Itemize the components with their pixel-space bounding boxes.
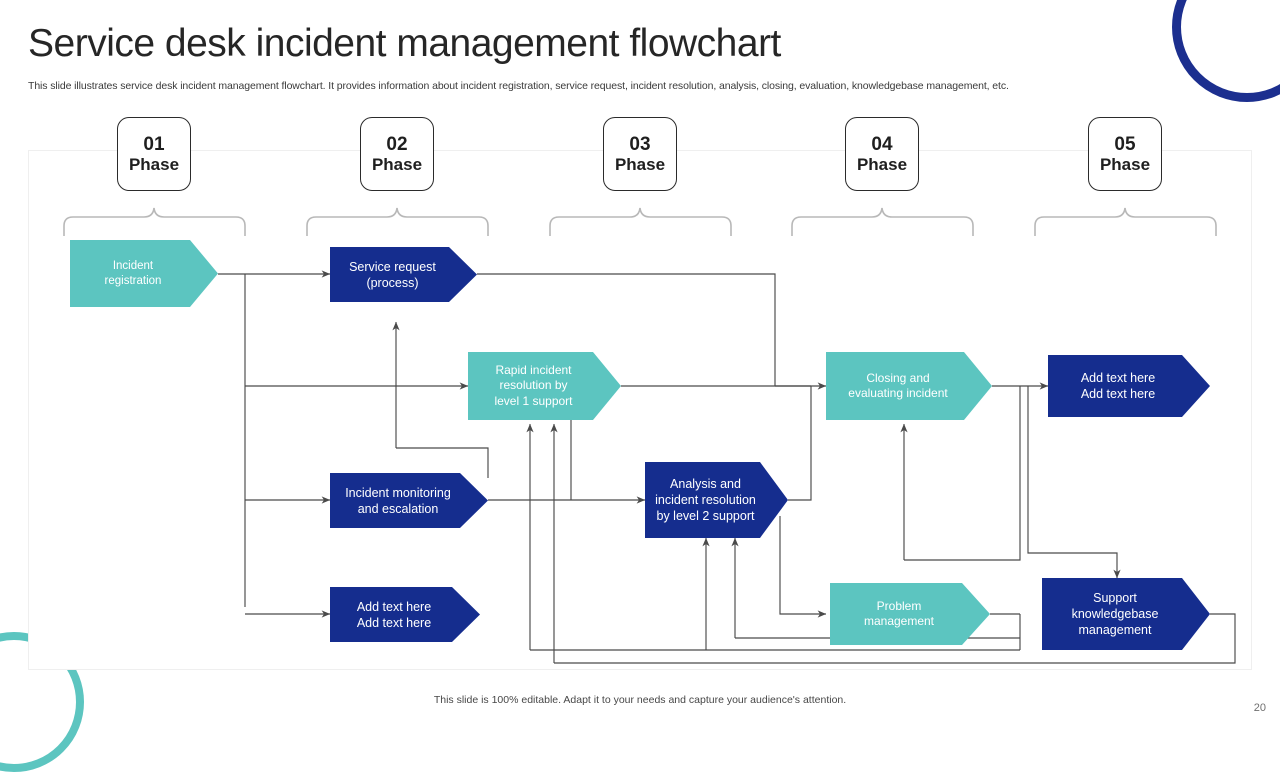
phase-number: 02 xyxy=(386,133,408,155)
node-line: Service request xyxy=(349,259,436,274)
node-line: knowledgebase xyxy=(1071,607,1159,621)
phase-number: 03 xyxy=(629,133,651,155)
phase-bracket-01 xyxy=(63,207,246,236)
phase-number: 01 xyxy=(143,133,165,155)
node-line: (process) xyxy=(366,275,419,290)
node-line: by level 2 support xyxy=(656,509,755,523)
editable-note: This slide is 100% editable. Adapt it to… xyxy=(433,694,847,706)
page-subtitle: This slide illustrates service desk inci… xyxy=(28,80,1009,92)
phase-number: 05 xyxy=(1114,133,1136,155)
phase-badge-03: 03 Phase xyxy=(603,117,677,191)
phase-badge-05: 05 Phase xyxy=(1088,117,1162,191)
node-incident-monitoring[interactable]: Incident monitoring and escalation xyxy=(330,473,488,528)
node-phase5-placeholder[interactable]: Add text here Add text here xyxy=(1048,355,1210,417)
node-service-request[interactable]: Service request (process) xyxy=(330,247,477,302)
node-closing-evaluating-incident[interactable]: Closing and evaluating incident xyxy=(826,352,992,420)
node-line: Problem xyxy=(876,598,922,613)
node-line: management xyxy=(1078,623,1152,637)
node-line: Support xyxy=(1093,591,1137,605)
node-line: Closing and xyxy=(866,370,930,385)
phase-number: 04 xyxy=(871,133,893,155)
node-line: evaluating incident xyxy=(848,386,948,400)
node-line: incident resolution xyxy=(655,493,756,507)
phase-badge-04: 04 Phase xyxy=(845,117,919,191)
node-line: Add text here xyxy=(356,599,432,614)
phase-bracket-05 xyxy=(1034,207,1217,236)
page-number: 20 xyxy=(1253,702,1266,714)
node-line: Incident xyxy=(112,259,154,272)
node-rapid-incident-resolution[interactable]: Rapid incident resolution by level 1 sup… xyxy=(468,352,621,420)
node-line: Add text here xyxy=(1080,387,1156,401)
phase-bracket-03 xyxy=(549,207,732,236)
node-problem-management[interactable]: Problem management xyxy=(830,583,990,645)
node-support-knowledgebase[interactable]: Support knowledgebase management xyxy=(1042,578,1210,650)
node-line: registration xyxy=(104,274,162,287)
node-analysis-incident-resolution[interactable]: Analysis and incident resolution by leve… xyxy=(645,462,788,538)
phase-label: Phase xyxy=(614,155,666,175)
page-title: Service desk incident management flowcha… xyxy=(28,22,781,65)
node-line: Add text here xyxy=(356,615,432,630)
node-line: resolution by xyxy=(499,378,568,393)
phase-badge-02: 02 Phase xyxy=(360,117,434,191)
node-line: Incident monitoring xyxy=(345,485,451,500)
node-line: and escalation xyxy=(357,501,439,516)
node-line: Add text here xyxy=(1080,371,1156,385)
phase-bracket-02 xyxy=(306,207,489,236)
node-line: Analysis and xyxy=(670,477,741,491)
phase-label: Phase xyxy=(128,155,180,175)
node-incident-registration[interactable]: Incident registration xyxy=(70,240,218,307)
node-line: level 1 support xyxy=(494,393,573,408)
node-line: Rapid incident xyxy=(495,362,572,377)
phase-label: Phase xyxy=(856,155,908,175)
phase-label: Phase xyxy=(1099,155,1151,175)
phase-bracket-04 xyxy=(791,207,974,236)
node-line: management xyxy=(863,614,935,628)
decorative-arc-top-right xyxy=(1172,0,1280,102)
node-phase2-placeholder[interactable]: Add text here Add text here xyxy=(330,587,480,642)
phase-label: Phase xyxy=(371,155,423,175)
phase-badge-01: 01 Phase xyxy=(117,117,191,191)
